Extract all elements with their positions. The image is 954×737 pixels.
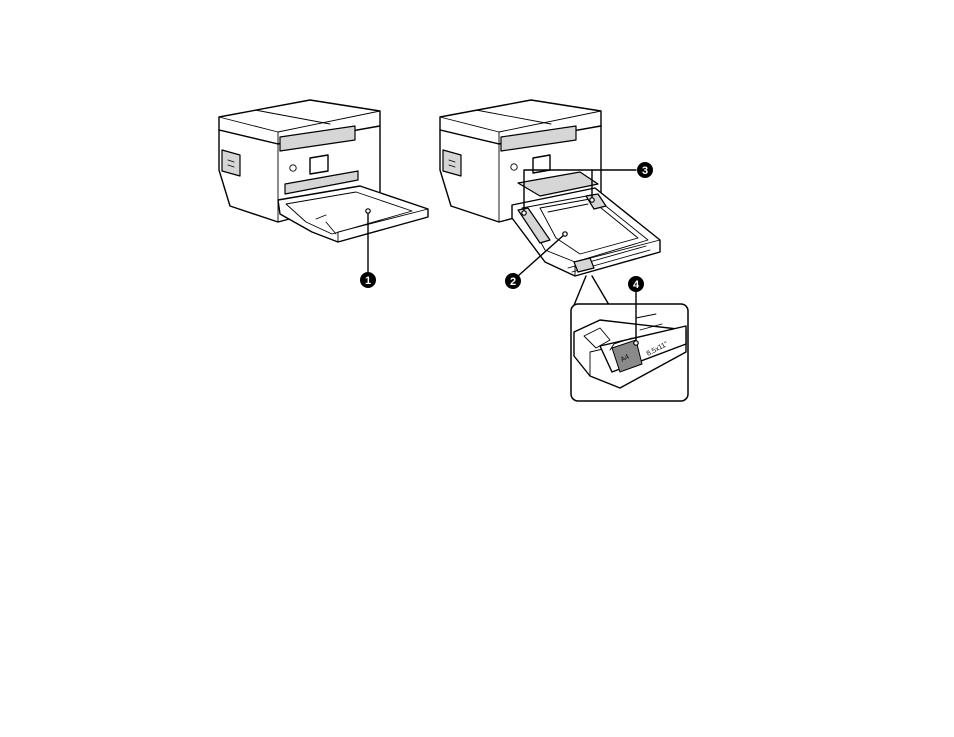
zoom-inset: A4 8.5x11" xyxy=(571,304,688,401)
printer-right xyxy=(440,100,660,276)
callout-number-2: 2 xyxy=(510,276,516,288)
callout-number-4: 4 xyxy=(633,279,640,291)
callout-number-1: 1 xyxy=(365,275,371,287)
lcd-screen xyxy=(310,155,328,174)
printer-left xyxy=(219,100,428,242)
callout-number-3: 3 xyxy=(642,165,648,177)
